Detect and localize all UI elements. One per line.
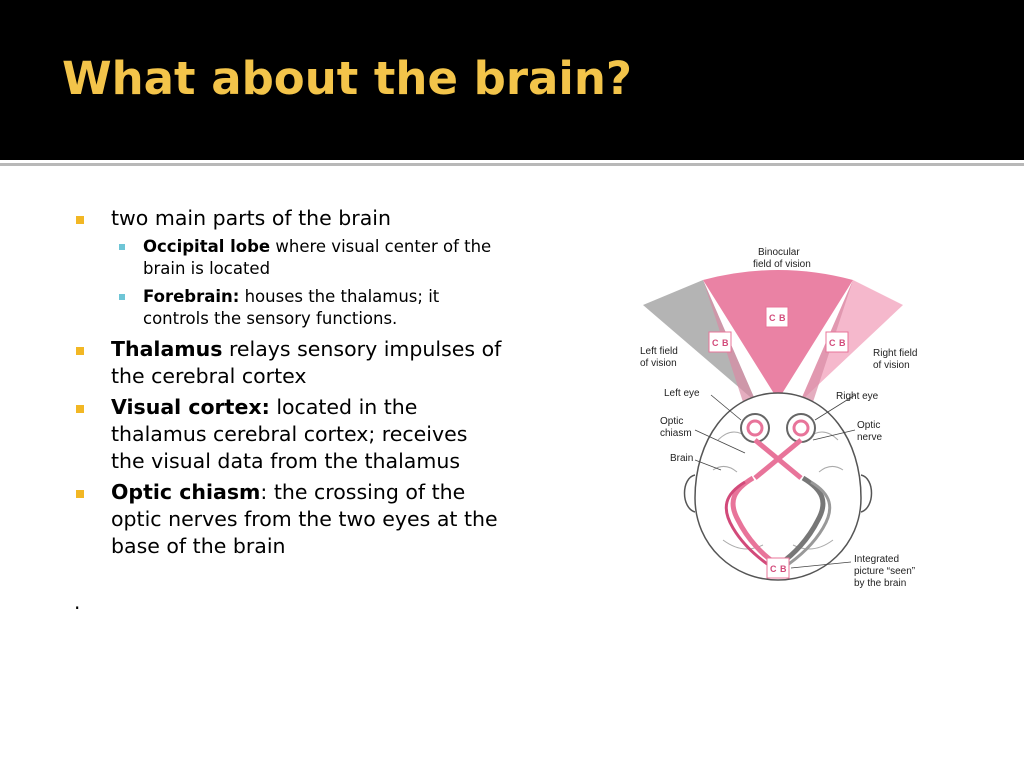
sub-bullet-marker [119, 244, 125, 250]
brain-folds [712, 431, 844, 550]
sub-bullet-occipital-lobe: Occipital lobe where visual center of th… [111, 236, 504, 280]
slide-title: What about the brain? [62, 52, 632, 105]
left-optic-radiation [730, 475, 777, 566]
bullet-text: two main parts of the brain [111, 206, 391, 230]
sub-bullet-term: Occipital lobe [143, 237, 271, 256]
cube-binocular: C B [765, 306, 789, 328]
label-optic-nerve-2: nerve [857, 432, 882, 443]
head-outline [694, 392, 862, 581]
right-ear [860, 474, 873, 513]
svg-text:C: C [829, 338, 836, 348]
trailing-period: . [74, 590, 81, 614]
bullet-optic-chiasm: Optic chiasm: the crossing of the optic … [74, 479, 504, 560]
label-optic-chiasm-2: chiasm [660, 428, 692, 439]
label-left-field-2: of vision [640, 358, 677, 369]
label-right-field: Right field [873, 348, 917, 359]
sub-bullet-term: Forebrain: [143, 287, 240, 306]
title-bar [0, 0, 1024, 160]
svg-text:B: B [839, 338, 846, 348]
left-field-gray [643, 280, 756, 402]
bullet-term: Visual cortex: [111, 395, 270, 419]
bullet-marker [76, 216, 84, 224]
right-optic-radiation [779, 475, 826, 566]
bullet-two-main-parts: two main parts of the brain Occipital lo… [74, 205, 504, 330]
bullet-term: Thalamus [111, 337, 223, 361]
cube-left-field: C B [708, 331, 732, 353]
svg-text:B: B [722, 338, 729, 348]
bullet-marker [76, 490, 84, 498]
visual-pathway-diagram: C B C B C B C B Binocular fiel [640, 247, 917, 589]
label-binocular-2: field of vision [753, 259, 811, 270]
label-left-eye: Left eye [664, 388, 700, 399]
label-right-field-2: of vision [873, 360, 910, 371]
label-integrated: Integrated [854, 554, 899, 565]
sub-bullet-marker [119, 294, 125, 300]
sub-bullet-text: where visual center of the brain is loca… [143, 237, 492, 278]
bullet-marker [76, 405, 84, 413]
svg-text:C: C [770, 564, 777, 574]
label-brain: Brain [670, 453, 693, 464]
label-integrated-2: picture “seen” [854, 566, 915, 577]
cube-right-field: C B [825, 331, 849, 353]
sub-bullet-text: houses the thalamus; it controls the sen… [143, 287, 440, 328]
left-eye [740, 413, 770, 443]
sub-bullet-list: Occipital lobe where visual center of th… [111, 236, 504, 330]
sub-bullet-forebrain: Forebrain: houses the thalamus; it contr… [111, 286, 504, 330]
right-field-pink [800, 280, 903, 402]
svg-text:C: C [712, 338, 719, 348]
left-ear [683, 474, 696, 513]
label-binocular: Binocular [758, 247, 800, 258]
bullet-marker [76, 347, 84, 355]
optic-chiasm-crossing [753, 438, 803, 480]
svg-text:B: B [780, 564, 787, 574]
label-optic-nerve: Optic [857, 420, 880, 431]
label-optic-chiasm: Optic [660, 416, 683, 427]
binocular-field [703, 270, 853, 400]
leader-lines [694, 394, 856, 569]
cube-integrated: C B [766, 557, 790, 579]
svg-text:B: B [779, 313, 786, 323]
label-right-eye: Right eye [836, 391, 879, 402]
svg-text:C: C [769, 313, 776, 323]
right-eye [786, 413, 816, 443]
label-integrated-3: by the brain [854, 578, 906, 589]
bullet-text: : the crossing of the optic nerves from … [111, 480, 498, 558]
bullet-text: relays sensory impulses of the cerebral … [111, 337, 502, 388]
title-divider [0, 163, 1024, 166]
bullet-term: Optic chiasm [111, 480, 261, 504]
bullet-visual-cortex: Visual cortex: located in the thalamus c… [74, 394, 504, 475]
bullet-content: two main parts of the brain Occipital lo… [74, 205, 504, 564]
bullet-text: located in the thalamus cerebral cortex;… [111, 395, 468, 473]
bullet-list: two main parts of the brain Occipital lo… [74, 205, 504, 560]
label-left-field: Left field [640, 346, 678, 357]
bullet-thalamus: Thalamus relays sensory impulses of the … [74, 336, 504, 390]
